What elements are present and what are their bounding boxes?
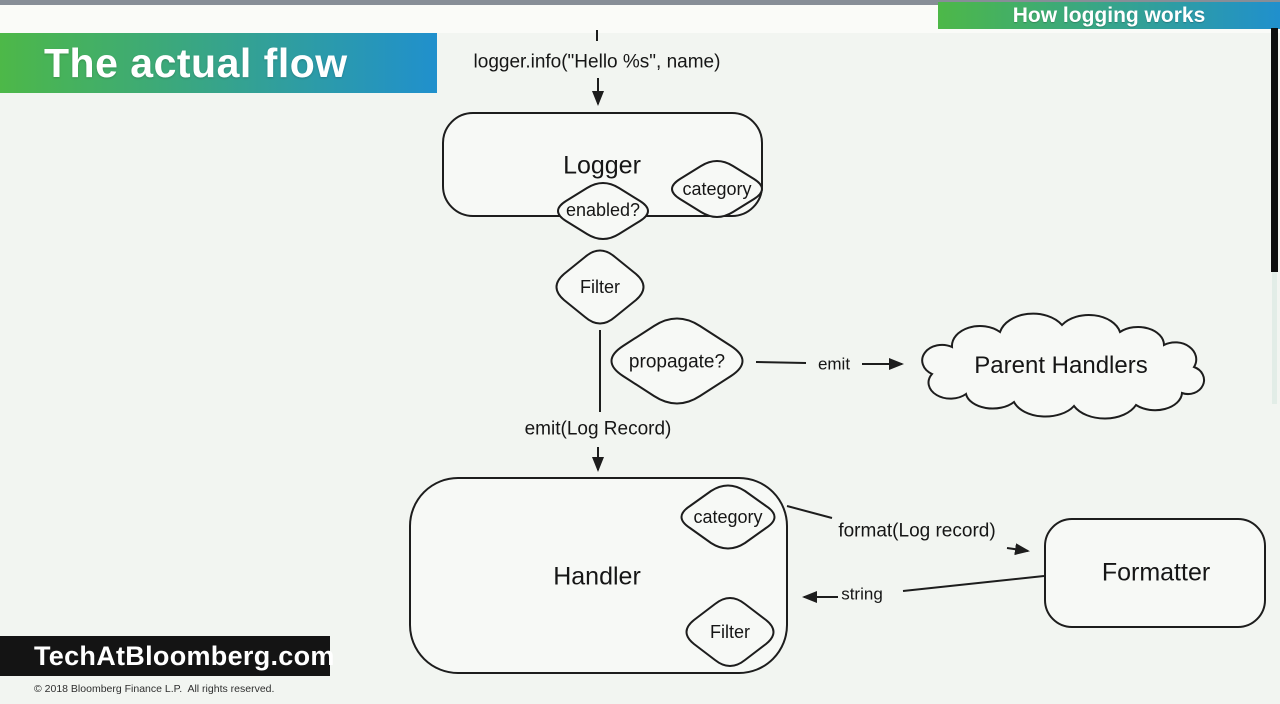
line-propagate-right	[755, 361, 807, 364]
formatter-node	[1044, 518, 1266, 628]
line-handler-to-format	[786, 505, 833, 519]
logger-category-diamond	[671, 160, 763, 218]
emit-label: emit	[817, 354, 851, 374]
string-label: string	[841, 584, 883, 604]
handler-filter-label: Filter	[710, 622, 750, 642]
propagate-diamond	[610, 317, 744, 405]
enabled-label: enabled?	[565, 200, 641, 220]
handler-category-diamond	[680, 484, 776, 550]
filter-label: Filter	[580, 277, 620, 297]
right-edge-bar	[1271, 28, 1278, 272]
brand-banner: TechAtBloomberg.com	[0, 636, 334, 676]
right-edge-bar-faint	[1272, 272, 1277, 404]
top-edge-strip	[0, 0, 1280, 5]
handler-filter-diamond	[685, 597, 775, 667]
handler-category-label: category	[693, 507, 763, 527]
filter-diamond	[555, 249, 645, 325]
formatter-label: Formatter	[1101, 558, 1211, 587]
logger-call-label: logger.info("Hello %s", name)	[473, 51, 721, 73]
slide-title-banner: The actual flow	[0, 33, 437, 93]
logger-label: Logger	[563, 151, 641, 180]
propagate-label: propagate?	[628, 351, 726, 373]
section-title-banner: How logging works	[938, 2, 1280, 29]
brand-url: TechAtBloomberg.com	[34, 640, 335, 671]
parent-handlers-label: Parent Handlers	[974, 352, 1148, 379]
format-call-label: format(Log record)	[838, 520, 996, 542]
emit-record-label: emit(Log Record)	[524, 418, 672, 440]
slide-title: The actual flow	[44, 39, 348, 86]
copyright-notice: © 2018 Bloomberg Finance L.P. All rights…	[34, 683, 275, 695]
parent-handlers-cloud	[921, 312, 1206, 420]
section-title: How logging works	[1012, 3, 1206, 27]
handler-label: Handler	[553, 562, 641, 591]
line-formatter-to-string	[902, 575, 1045, 592]
enabled-diamond	[557, 182, 649, 240]
arrow-format-to-formatter	[1006, 543, 1030, 556]
logger-category-label: category	[682, 179, 752, 199]
